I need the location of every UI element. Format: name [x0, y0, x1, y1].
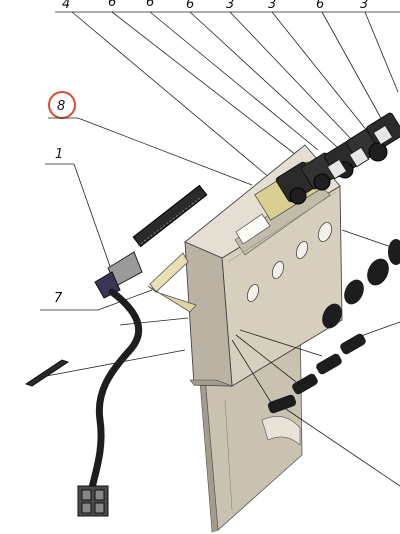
mounting-bracket: [147, 252, 197, 313]
switch-cluster: [254, 112, 400, 221]
callout-top-3: 6: [146, 0, 154, 10]
callout-highlight-label: 8: [57, 99, 65, 114]
small-tab-part: [24, 317, 189, 387]
main-panel: [184, 144, 343, 533]
highlighted-callout-8[interactable]: 8: [48, 91, 253, 186]
callout-top-6: 3: [268, 0, 276, 12]
top-leader-lines: [55, 11, 400, 179]
callout-top-7: 6: [316, 0, 324, 12]
left-callouts: 1 7: [40, 147, 153, 311]
callout-top-5: 3: [226, 0, 234, 12]
wiring-harness: [77, 184, 208, 517]
callout-top-1: 4: [62, 0, 70, 12]
exploded-knobs: [231, 229, 400, 487]
callout-top-8: 3: [360, 0, 368, 12]
callout-left-1: 1: [55, 147, 63, 162]
top-callouts: 4 6 6 6 3 3 6 3: [62, 0, 368, 12]
callout-top-2: 6: [108, 0, 116, 10]
callout-top-4: 6: [186, 0, 194, 12]
callout-left-7: 7: [54, 291, 63, 306]
